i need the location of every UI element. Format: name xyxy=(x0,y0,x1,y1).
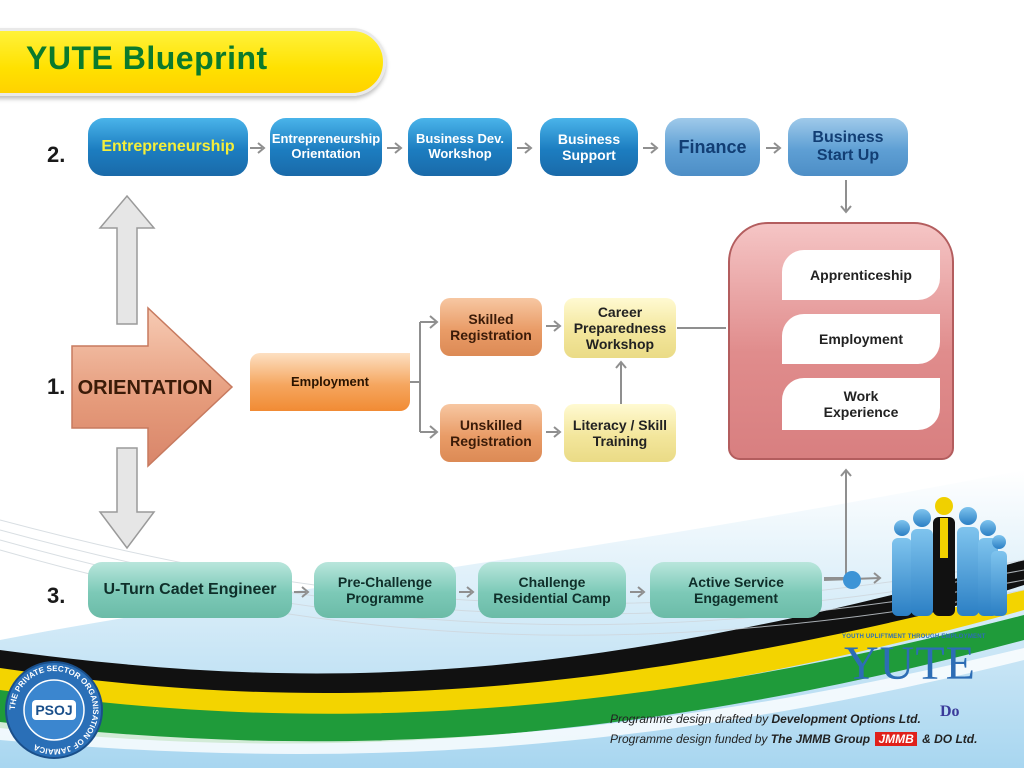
finance-box: Finance xyxy=(665,118,760,176)
entrepreneurship-label: Entrepreneurship xyxy=(101,137,235,155)
chevron-right-icon xyxy=(630,586,646,598)
employment-outcome-box: Employment xyxy=(782,314,940,364)
credit-line-1: Programme design drafted by Development … xyxy=(610,712,921,726)
step-label: Skilled Registration xyxy=(450,310,532,343)
business-start-up-box: Business Start Up xyxy=(788,118,908,176)
step-label: Active Service Engagement xyxy=(688,573,784,606)
orientation-arrow xyxy=(71,306,234,468)
jmmb-logo: JMMB xyxy=(875,732,917,746)
title-banner xyxy=(0,28,386,96)
employment-label: Employment xyxy=(290,373,369,389)
apprenticeship-box: Apprenticeship xyxy=(782,250,940,300)
pre-challenge-box: Pre-Challenge Programme xyxy=(314,562,456,618)
credit-line-2: Programme design funded by The JMMB Grou… xyxy=(610,732,978,746)
chevron-down-icon xyxy=(840,180,852,214)
chevron-right-icon xyxy=(250,142,266,154)
down-arrow-icon xyxy=(98,447,156,550)
step-label: Business Start Up xyxy=(812,128,884,164)
step-label: U-Turn Cadet Engineer xyxy=(103,580,277,598)
chevron-right-icon xyxy=(429,425,439,439)
do-logo: Do xyxy=(940,703,960,720)
people-group-icon xyxy=(892,497,1007,616)
business-dev-workshop-box: Business Dev. Workshop xyxy=(408,118,512,176)
literacy-skill-training-box: Literacy / Skill Training xyxy=(564,404,676,462)
entrepreneurship-orientation-box: Entrepreneurship Orientation xyxy=(270,118,382,176)
outcome-label: Apprenticeship xyxy=(810,266,912,283)
work-experience-box: Work Experience xyxy=(782,378,940,430)
unskilled-registration-box: Unskilled Registration xyxy=(440,404,542,462)
chevron-up-icon xyxy=(840,468,852,477)
step-label: Career Preparedness Workshop xyxy=(573,303,667,353)
row-number-2: 2. xyxy=(47,142,66,167)
step-label: Business Dev. Workshop xyxy=(416,131,504,161)
yute-wordmark: YUTE xyxy=(844,637,976,690)
uturn-cadet-box: U-Turn Cadet Engineer xyxy=(88,562,292,618)
chevron-right-icon xyxy=(546,320,562,332)
chevron-right-icon xyxy=(546,426,562,438)
employment-box: Employment xyxy=(250,353,410,411)
row-number-3: 3. xyxy=(47,583,66,608)
step-label: Pre-Challenge Programme xyxy=(337,573,433,606)
outcome-label: Employment xyxy=(818,330,903,347)
chevron-right-icon xyxy=(643,142,659,154)
psoj-seal-logo: THE PRIVATE SECTOR ORGANISATION OF JAMAI… xyxy=(5,661,103,759)
row-number-1: 1. xyxy=(47,374,66,399)
page-title: YUTE Blueprint xyxy=(26,40,268,76)
step-label: Entrepreneurship Orientation xyxy=(271,131,381,161)
challenge-camp-box: Challenge Residential Camp xyxy=(478,562,626,618)
step-label: Finance xyxy=(678,136,747,157)
skilled-registration-box: Skilled Registration xyxy=(440,298,542,356)
up-arrow-icon xyxy=(98,194,156,325)
entrepreneurship-box: Entrepreneurship xyxy=(88,118,248,176)
business-support-box: Business Support xyxy=(540,118,638,176)
step-label: Unskilled Registration xyxy=(450,416,532,449)
step-label: Business Support xyxy=(557,130,621,163)
chevron-right-icon xyxy=(517,142,533,154)
chevron-right-icon xyxy=(387,142,403,154)
step-label: Literacy / Skill Training xyxy=(572,416,668,449)
chevron-right-icon xyxy=(459,586,475,598)
yute-tagline: YOUTH UPLIFTMENT THROUGH EMPLOYMENT xyxy=(842,634,986,640)
chevron-right-icon xyxy=(429,315,439,329)
connector-dot-icon xyxy=(843,571,861,589)
career-preparedness-box: Career Preparedness Workshop xyxy=(564,298,676,358)
psoj-monogram: PSOJ xyxy=(35,702,72,718)
outcome-label: Work Experience xyxy=(823,387,899,420)
chevron-right-icon xyxy=(766,142,782,154)
active-service-box: Active Service Engagement xyxy=(650,562,822,618)
step-label: Challenge Residential Camp xyxy=(493,573,611,606)
chevron-right-icon xyxy=(294,586,310,598)
chevron-up-icon xyxy=(615,360,627,404)
orientation-label: ORIENTATION xyxy=(77,376,213,399)
